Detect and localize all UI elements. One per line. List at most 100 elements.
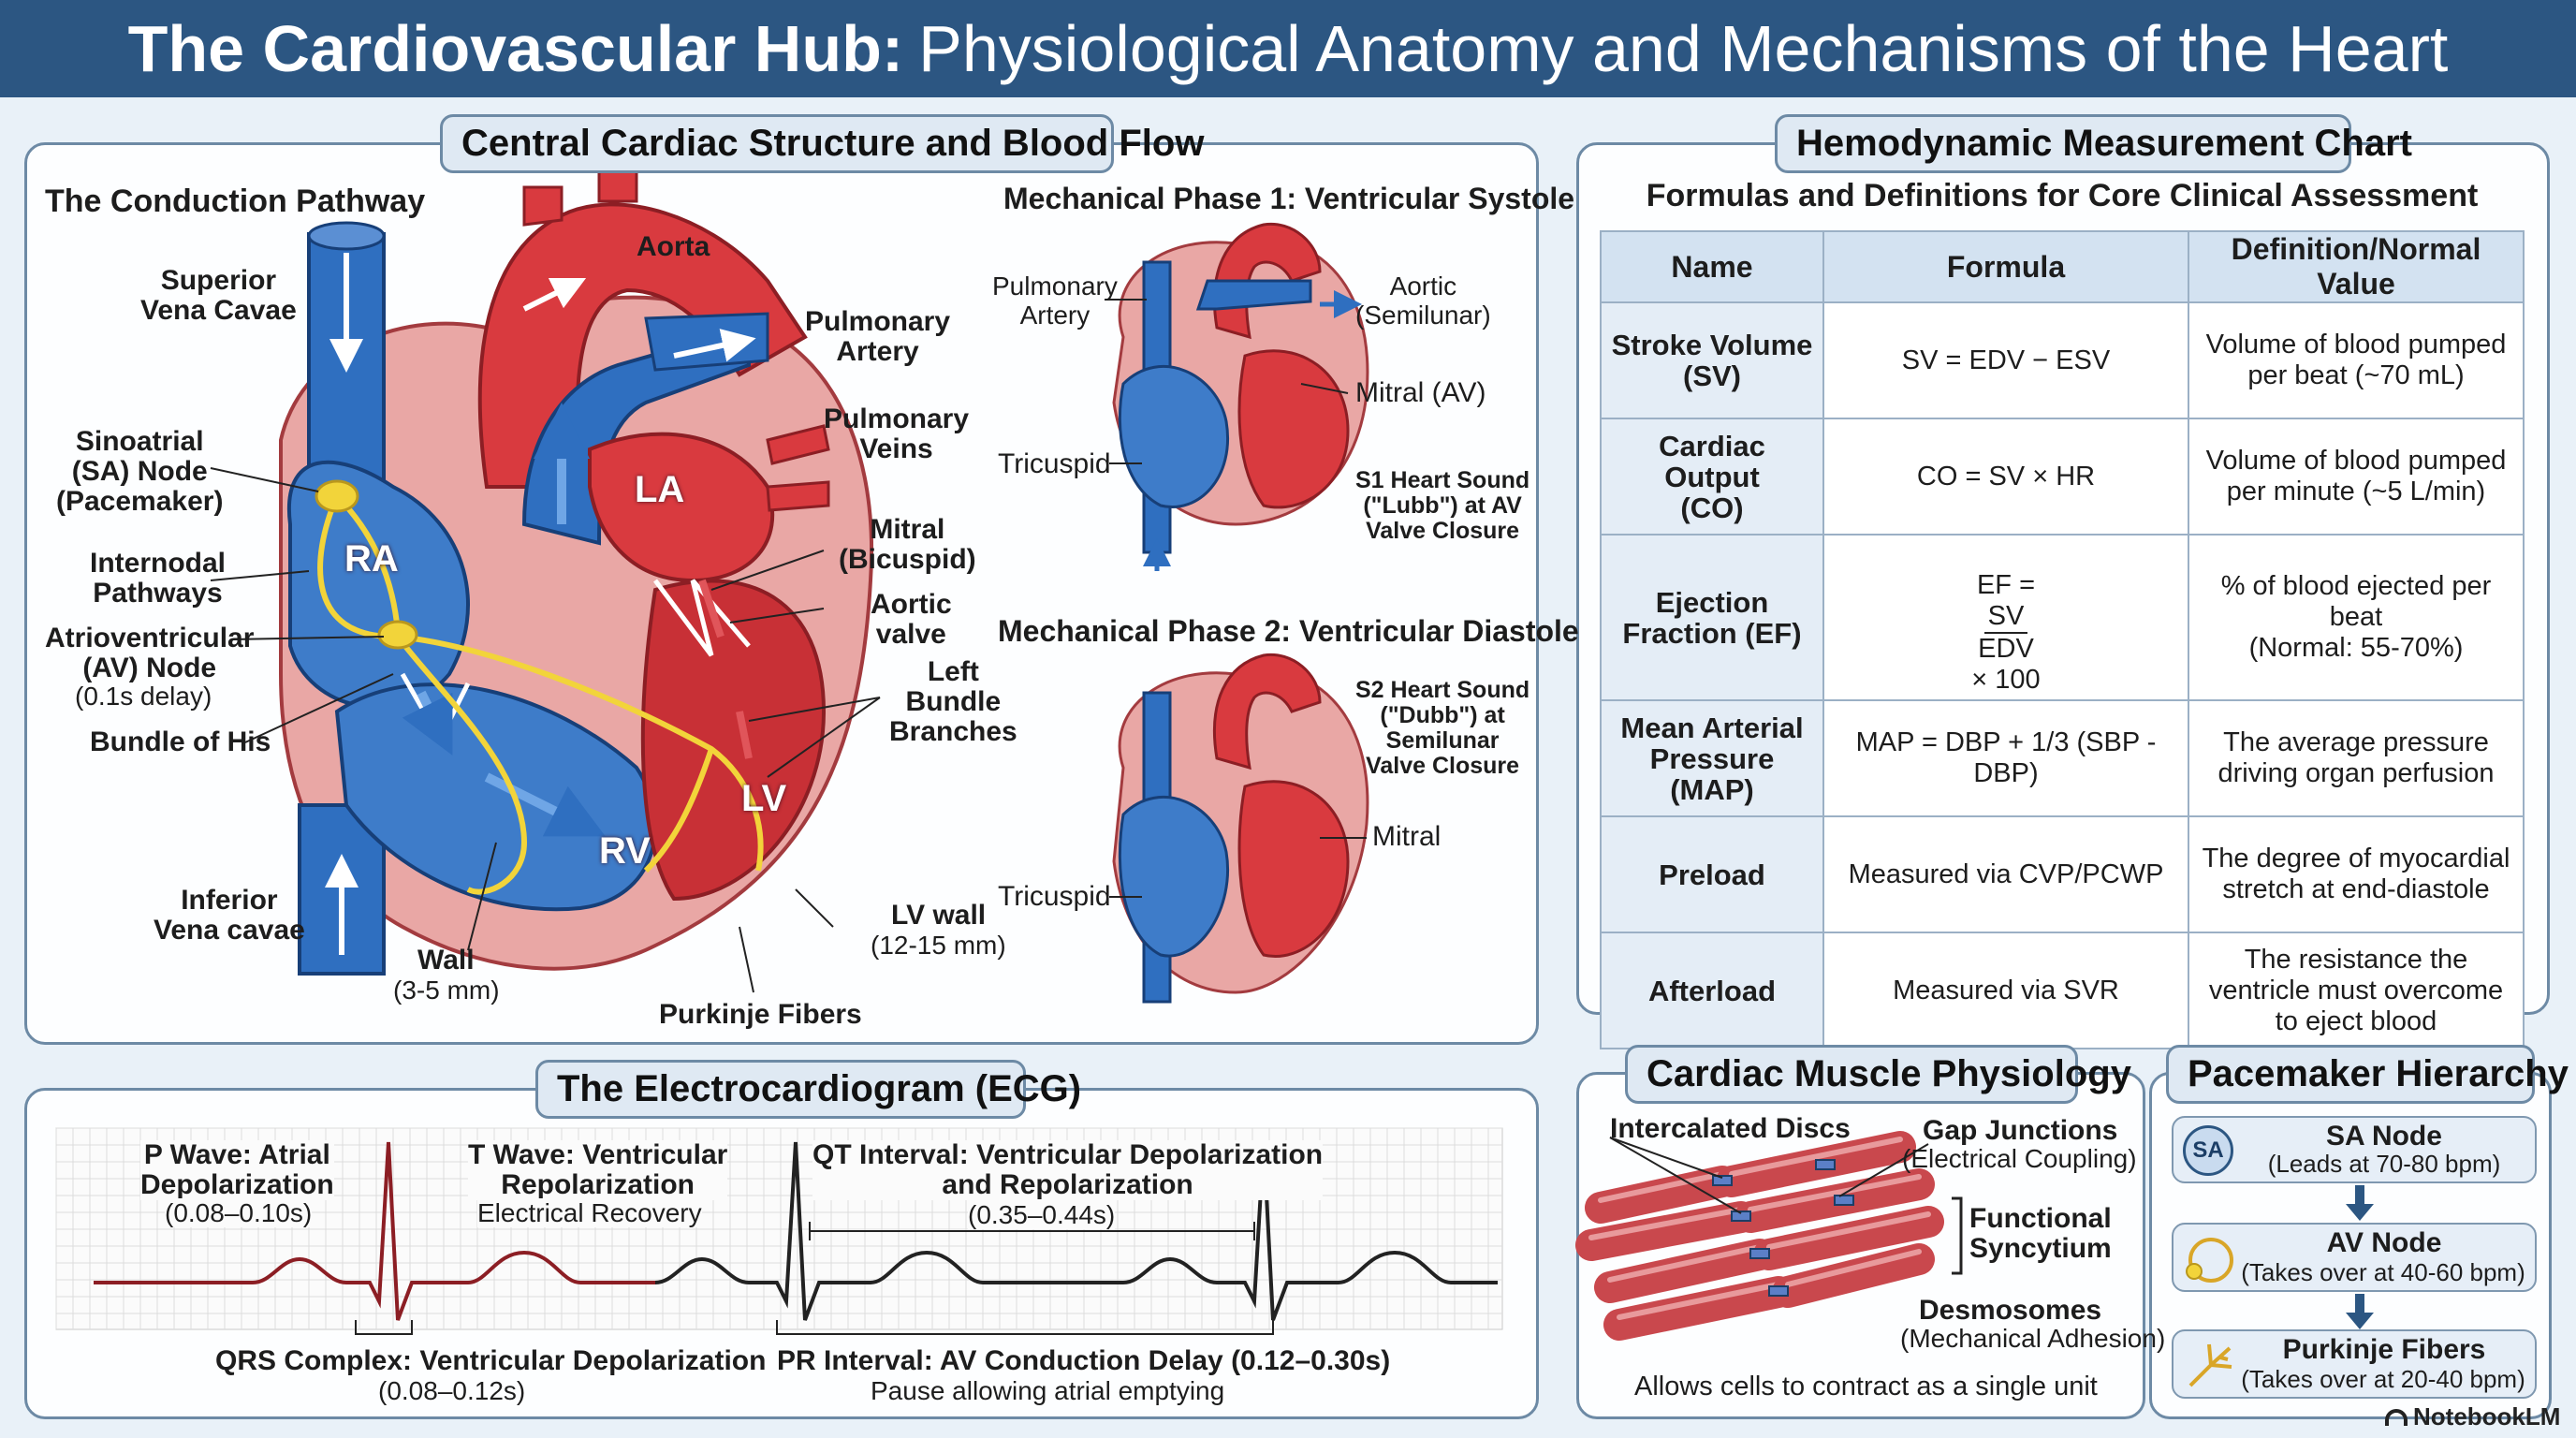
diastole-heading: Mechanical Phase 2: Ventricular Diastole <box>998 614 1579 648</box>
muscle-fiber <box>1772 1243 1935 1308</box>
pacemaker-av-name: AV Node <box>2326 1227 2442 1258</box>
ecg-qt-time: (0.35–0.44s) <box>968 1200 1116 1229</box>
label-lv-wall: LV wall <box>891 900 987 931</box>
label-purkinje: Purkinje Fibers <box>659 999 862 1030</box>
label-ra: RA <box>344 538 399 580</box>
muscle-intercalated: Intercalated Discs <box>1610 1113 1851 1144</box>
pacemaker-panel-title: Pacemaker Hierarchy <box>2166 1045 2569 1104</box>
muscle-fiber-highlight <box>1607 1244 1763 1283</box>
label-internodal: Internodal Pathways <box>90 548 227 609</box>
label-lv-wall-size: (12-15 mm) <box>871 931 1006 960</box>
label-av-node: Atrioventricular (AV) Node <box>45 623 255 683</box>
systole-heading: Mechanical Phase 1: Ventricular Systole <box>1003 182 1575 215</box>
intercalated-disc <box>1768 1285 1789 1297</box>
title-bold: The Cardiovascular Hub: <box>127 12 904 85</box>
muscle-fiber-highlight <box>1766 1211 1931 1250</box>
pacemaker-sa-sub: (Leads at 70-80 bpm) <box>2267 1150 2501 1178</box>
ecg-p-time: (0.08–0.10s) <box>165 1198 313 1227</box>
col-definition: Definition/Normal Value <box>2188 230 2525 303</box>
row-formula: Measured via CVP/PCWP <box>1822 815 2189 933</box>
hemo-subtitle: Formulas and Definitions for Core Clinic… <box>1646 178 2479 213</box>
brand-name: NotebookLM <box>2413 1402 2561 1431</box>
label-aortic-valve: Aortic valve <box>871 589 952 650</box>
intercalated-disc <box>1749 1248 1770 1259</box>
ecg-trace-first <box>94 1141 655 1321</box>
row-definition: % of blood ejected per beat (Normal: 55-… <box>2188 534 2525 701</box>
pacemaker-av-sub: (Takes over at 40-60 bpm) <box>2241 1258 2525 1286</box>
row-name: Stroke Volume (SV) <box>1600 301 1824 419</box>
purkinje-icon <box>2188 1343 2232 1387</box>
muscle-fiber <box>1753 1206 1944 1270</box>
ecg-pr-sub: Pause allowing atrial emptying <box>871 1376 1225 1405</box>
ecg-panel-title: The Electrocardiogram (ECG) <box>535 1060 1081 1119</box>
pacemaker-purkinje-name: Purkinje Fibers <box>2282 1334 2486 1365</box>
table-header-row: Name Formula Definition/Normal Value <box>1600 230 2525 303</box>
row-definition: The average pressure driving organ perfu… <box>2188 699 2525 817</box>
label-la: LA <box>635 469 685 510</box>
muscle-caption: Allows cells to contract as a single uni… <box>1634 1372 2098 1401</box>
brand-mark: NotebookLM <box>2385 1402 2560 1431</box>
table-row: Stroke Volume (SV) SV = EDV − ESV Volume… <box>1600 301 2525 419</box>
row-name: Preload <box>1600 815 1824 933</box>
sa-badge: SA <box>2183 1125 2233 1176</box>
label-inferior-vc: Inferior Vena cavae <box>154 885 305 946</box>
pacemaker-sa-name: SA Node <box>2326 1121 2442 1152</box>
ecg-t-sub: Electrical Recovery <box>477 1198 702 1227</box>
ef-numerator: SV <box>1983 601 2028 634</box>
systole-pulmonary-artery: Pulmonary Artery <box>992 271 1118 330</box>
muscle-fibers <box>1575 1131 1963 1341</box>
pacemaker-item-purkinje: Purkinje Fibers (Takes over at 20-40 bpm… <box>2172 1329 2537 1399</box>
label-pulmonary-artery: Pulmonary Artery <box>805 306 951 367</box>
row-formula: Measured via SVR <box>1822 932 2189 1049</box>
ecg-trace-rest <box>654 1141 1498 1321</box>
muscle-fiber-highlight <box>1748 1174 1922 1212</box>
intercalated-disc <box>1731 1211 1751 1222</box>
row-name: Mean Arterial Pressure (MAP) <box>1600 699 1824 817</box>
page-title: The Cardiovascular Hub: Physiological An… <box>0 0 2576 97</box>
ecg-t-wave: T Wave: Ventricular Repolarization <box>468 1139 728 1200</box>
muscle-leader-line <box>1838 1143 1929 1197</box>
muscle-syncytium: Functional Syncytium <box>1969 1203 2112 1264</box>
row-name: Cardiac Output (CO) <box>1600 418 1824 536</box>
row-formula: MAP = DBP + 1/3 (SBP - DBP) <box>1822 699 2189 817</box>
table-row: Cardiac Output (CO) CO = SV × HR Volume … <box>1600 418 2525 536</box>
hemo-table: Name Formula Definition/Normal Value Str… <box>1600 230 2525 1049</box>
col-formula: Formula <box>1822 230 2189 303</box>
muscle-fiber <box>1575 1201 1757 1261</box>
table-row: Ejection Fraction (EF) EF = SV EDV × 100… <box>1600 534 2525 701</box>
pacemaker-arrows <box>2346 1185 2374 1329</box>
diastole-tricuspid: Tricuspid <box>998 881 1111 912</box>
table-row: Mean Arterial Pressure (MAP) MAP = DBP +… <box>1600 699 2525 817</box>
conduction-heading: The Conduction Pathway <box>45 183 426 219</box>
label-av-delay: (0.1s delay) <box>75 682 212 711</box>
ecg-qrs-time: (0.08–0.12s) <box>378 1376 526 1405</box>
pacemaker-item-av: AV Node (Takes over at 40-60 bpm) <box>2172 1223 2537 1292</box>
title-rest: Physiological Anatomy and Mechanisms of … <box>918 12 2449 85</box>
intercalated-disc <box>1712 1175 1733 1186</box>
label-wall-size: (3-5 mm) <box>393 976 500 1005</box>
muscle-desmosomes-sub: (Mechanical Adhesion) <box>1900 1324 2166 1353</box>
hemo-panel-title: Hemodynamic Measurement Chart <box>1775 114 2412 173</box>
label-sa-node: Sinoatrial (SA) Node (Pacemaker) <box>56 426 224 517</box>
muscle-panel-title: Cardiac Muscle Physiology <box>1625 1045 2131 1104</box>
row-definition: The resistance the ventricle must overco… <box>2188 932 2525 1049</box>
muscle-fiber-highlight <box>1588 1207 1744 1240</box>
muscle-fiber-highlight <box>1617 1282 1781 1320</box>
intercalated-disc <box>1834 1195 1854 1206</box>
systole-s1: S1 Heart Sound ("Lubb") at AV Valve Clos… <box>1355 467 1530 544</box>
main-heart <box>210 167 881 993</box>
muscle-fiber <box>1585 1166 1738 1224</box>
diastole-mitral: Mitral <box>1372 821 1442 852</box>
table-row: Preload Measured via CVP/PCWP The degree… <box>1600 815 2525 933</box>
label-aorta: Aorta <box>637 231 710 262</box>
row-name: Ejection Fraction (EF) <box>1600 534 1824 701</box>
muscle-fiber-highlight <box>1785 1249 1922 1287</box>
ecg-pr: PR Interval: AV Conduction Delay (0.12–0… <box>777 1345 1391 1376</box>
label-lv: LV <box>741 778 787 819</box>
muscle-gap-sub: (Electrical Coupling) <box>1902 1144 2137 1173</box>
pacemaker-purkinje-sub: (Takes over at 20-40 bpm) <box>2241 1365 2525 1393</box>
ef-denominator: EDV <box>1978 634 2034 664</box>
ef-post: × 100 <box>1971 665 2041 695</box>
diastole-heart <box>1109 653 1369 1004</box>
